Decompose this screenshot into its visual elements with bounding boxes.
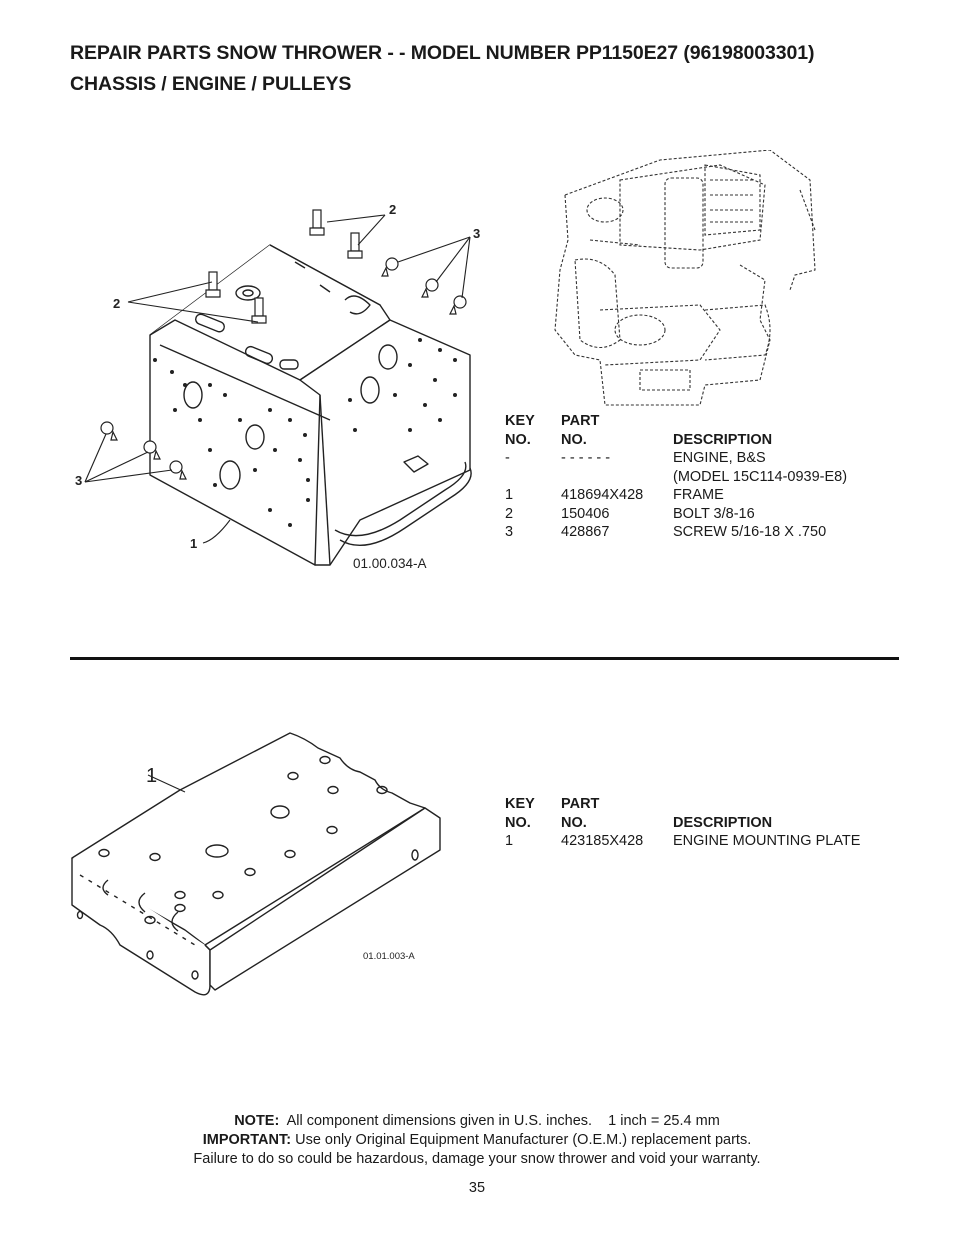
bolt-icon — [309, 209, 325, 236]
note-line: NOTE: All component dimensions given in … — [234, 1113, 720, 1129]
table-row: (MODEL 15C114-0939-E8) — [673, 468, 848, 485]
figure-id-1: 01.00.034-A — [353, 556, 427, 571]
table-header-row: KEY PART — [505, 413, 600, 429]
title-line-1: REPAIR PARTS SNOW THROWER - - MODEL NUMB… — [70, 42, 815, 64]
page-number: 35 — [468, 1180, 486, 1196]
bolt-icon — [251, 297, 267, 324]
screw-icon — [169, 460, 187, 480]
callout-1-frame: 1 — [190, 536, 197, 551]
engine-outline — [554, 150, 816, 406]
callout-1-plate: 1 — [146, 765, 157, 787]
mounting-plate-diagram: 1 01.01.003-A — [71, 732, 441, 996]
parts-table-1: KEY PART NO. NO. DESCRIPTION -- - - - - … — [505, 412, 905, 542]
callout-3-left: 3 — [75, 473, 82, 488]
warning-line: Failure to do so could be hazardous, dam… — [193, 1151, 761, 1167]
page-title: REPAIR PARTS SNOW THROWER - - MODEL NUMB… — [70, 38, 814, 100]
frame-engine-diagram: 2 2 3 3 1 01.00.034-A — [75, 150, 816, 571]
screw-icon — [143, 440, 161, 460]
bolt-icon — [347, 232, 363, 259]
section-divider — [70, 657, 899, 660]
screw-icon — [449, 295, 467, 315]
table-header-row: KEY PART — [505, 796, 600, 812]
callout-3-right: 3 — [473, 226, 480, 241]
frame-right-panel — [299, 319, 471, 566]
title-line-2: CHASSIS / ENGINE / PULLEYS — [70, 73, 352, 95]
important-line: IMPORTANT: Use only Original Equipment M… — [202, 1132, 752, 1148]
screw-icon — [381, 257, 399, 277]
table-header-row: NO. NO. DESCRIPTION — [505, 814, 773, 831]
figure-id-2: 01.01.003-A — [363, 951, 415, 962]
table-row: -- - - - - -ENGINE, B&S — [505, 450, 766, 466]
callout-2-left: 2 — [113, 296, 120, 311]
table-header-row: NO. NO. DESCRIPTION — [505, 431, 773, 448]
bolt-icon — [205, 271, 221, 298]
screw-icon — [100, 421, 118, 441]
callout-2-top: 2 — [389, 202, 396, 217]
screw-icon — [421, 278, 439, 298]
